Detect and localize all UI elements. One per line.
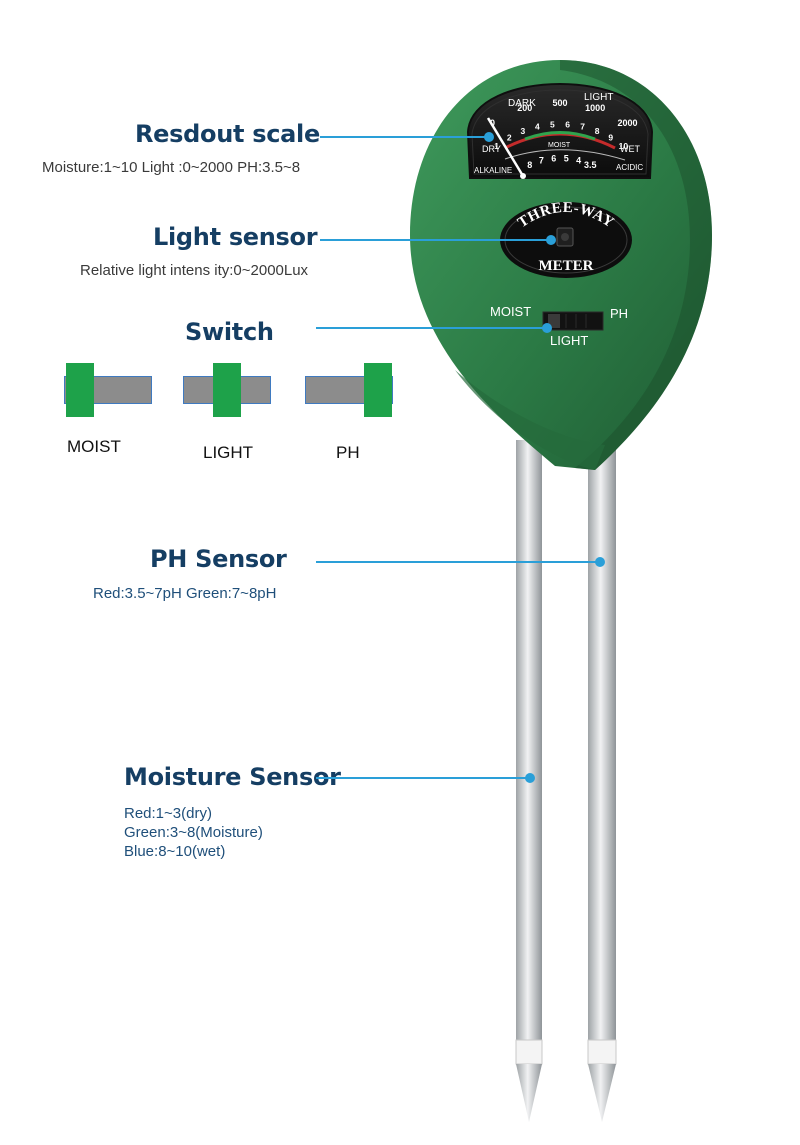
- dial-dry-label: DRY: [482, 144, 501, 154]
- switch-leader: [316, 327, 546, 329]
- ph-scale-number: 3.5: [584, 160, 597, 170]
- moist-scale-number: 8: [595, 126, 600, 136]
- dial-light-scale: 0 200 500 1000 2000: [490, 98, 638, 128]
- moist-scale-number: 5: [550, 119, 555, 129]
- readout-scale-dot: [484, 132, 494, 142]
- ph-sensor-leader: [316, 561, 598, 563]
- moist-scale-number: 6: [565, 119, 570, 129]
- moist-scale-number: 1: [494, 141, 499, 151]
- moist-scale-number: 3: [521, 126, 526, 136]
- moisture-probe: [515, 440, 543, 1122]
- switch-diagram-ph-knob: [364, 363, 392, 417]
- moisture-sensor-desc: Red:1~3(dry) Green:3~8(Moisture) Blue:8~…: [124, 804, 263, 861]
- light-sensor-window: [556, 227, 574, 247]
- switch-diagram-ph-label: PH: [336, 443, 360, 462]
- switch-dot: [542, 323, 552, 333]
- dial-light-label: LIGHT: [584, 92, 613, 103]
- moist-scale-number: 4: [535, 122, 540, 132]
- dial-wet-label: WET: [620, 144, 640, 154]
- switch-diagram-light-label: LIGHT: [203, 443, 254, 462]
- readout-scale-desc: Moisture:1~10 Light :0~2000 PH:3.5~8: [42, 159, 301, 176]
- moist-scale-number: 10: [619, 141, 629, 151]
- switch-title: Switch: [185, 318, 274, 346]
- ph-scale-number: 5: [564, 153, 569, 163]
- device-mode-switch[interactable]: [542, 311, 604, 331]
- moist-scale-number: 7: [580, 122, 585, 132]
- moisture-desc-line: Blue:8~10(wet): [124, 843, 226, 860]
- light-sensor-dot: [546, 235, 556, 245]
- dial-dark-label: DARK: [508, 98, 536, 109]
- moisture-sensor-leader: [316, 777, 528, 779]
- light-scale-number: 500: [552, 98, 567, 108]
- light-scale-number: 0: [490, 118, 495, 128]
- dial-acidic-label: ACIDIC: [616, 163, 643, 172]
- moist-scale-number: 9: [608, 132, 613, 142]
- ph-sensor-desc: Red:3.5~7pH Green:7~8pH: [93, 585, 277, 602]
- switch-diagram-moist-label: MOIST: [67, 437, 121, 456]
- light-scale-number: 2000: [617, 118, 637, 128]
- ph-scale-number: 4: [576, 156, 581, 166]
- ph-scale-number: 7: [539, 156, 544, 166]
- dial-moist-label: MOIST: [548, 142, 571, 149]
- light-scale-number: 1000: [585, 103, 605, 113]
- moisture-desc-line: Green:3~8(Moisture): [124, 824, 263, 841]
- ph-scale-number: 8: [527, 160, 532, 170]
- ph-probe: [587, 450, 617, 1122]
- light-sensor-leader: [320, 239, 550, 241]
- light-sensor-title: Light sensor: [153, 223, 318, 251]
- ph-scale-number: 6: [551, 153, 556, 163]
- ph-sensor-title: PH Sensor: [150, 545, 287, 573]
- switch-diagram-light-knob: [213, 363, 241, 417]
- light-sensor-desc: Relative light intens ity:0~2000Lux: [80, 262, 309, 279]
- moist-scale-number: 2: [507, 132, 512, 142]
- device-switch-moist-label: MOIST: [490, 304, 531, 319]
- device-switch-ph-label: PH: [610, 306, 628, 321]
- moisture-sensor-title: Moisture Sensor: [124, 763, 341, 791]
- readout-scale-leader: [320, 136, 486, 138]
- switch-diagram-moist-knob: [66, 363, 94, 417]
- device-switch-light-label: LIGHT: [550, 333, 588, 348]
- readout-scale-title: Resdout scale: [135, 120, 320, 148]
- moisture-sensor-dot: [525, 773, 535, 783]
- dial-needle: [486, 117, 525, 177]
- logo-bottom-text: METER: [538, 258, 593, 274]
- light-scale-number: 200: [517, 103, 532, 113]
- moisture-desc-line: Red:1~3(dry): [124, 805, 212, 822]
- dial-alkaline-label: ALKALINE: [474, 166, 512, 175]
- ph-sensor-dot: [595, 557, 605, 567]
